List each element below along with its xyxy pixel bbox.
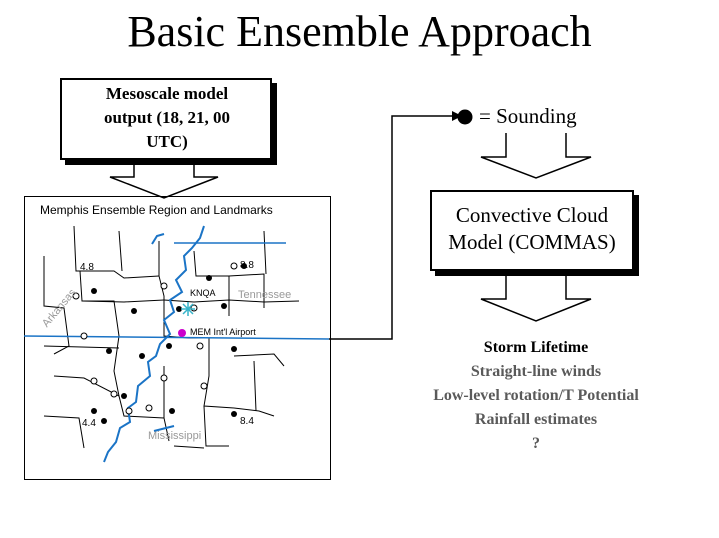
output-item-straight-line-winds: Straight-line winds [470, 363, 602, 380]
down-arrow-meso [109, 158, 219, 199]
cloud-model-box-text: Convective Cloud Model (COMMAS) [432, 202, 632, 256]
connector-line [329, 115, 452, 340]
map-title: Memphis Ensemble Region and Landmarks [40, 203, 273, 217]
hollow-circle-markers [72, 262, 238, 415]
cloud-model-line-1: Convective Cloud [455, 203, 609, 227]
output-item-storm-lifetime: Storm Lifetime [483, 339, 589, 356]
mesoscale-box-text: Mesoscale model output (18, 21, 00 UTC) [72, 82, 262, 154]
map-corner-se: 8.4 [240, 416, 254, 427]
sounding-dots [91, 263, 247, 424]
map-airport-label: MEM Int'l Airport [190, 327, 256, 337]
output-item-rainfall-estimates: Rainfall estimates [474, 411, 598, 428]
map-frame [24, 196, 331, 480]
output-list: Storm Lifetime Straight-line winds Low-l… [400, 336, 672, 456]
map-graphic [24, 225, 329, 463]
map-state-tennessee: Tennessee [238, 289, 292, 301]
map-station-label: KNQA [190, 288, 216, 298]
sounding-dot-icon [457, 109, 473, 125]
state-lines [24, 242, 329, 340]
mesoscale-line-3: UTC) [146, 132, 188, 151]
sounding-legend-label: = Sounding [479, 104, 577, 128]
output-item-low-level-rotation: Low-level rotation/T Potential [433, 387, 639, 404]
down-arrow-ccm [480, 275, 592, 322]
airport-marker-icon [178, 329, 186, 337]
map-state-mississippi: Mississippi [148, 430, 202, 442]
mesoscale-line-2: output (18, 21, 00 [103, 108, 231, 127]
down-arrow-sounding [480, 133, 592, 179]
map-corner-sw: 4.4 [82, 418, 96, 429]
slide-title: Basic Ensemble Approach [127, 7, 592, 56]
mesoscale-line-1: Mesoscale model [105, 84, 229, 103]
map-corner-ne: 8.8 [240, 260, 254, 271]
cloud-model-box [430, 190, 634, 271]
connector-arrowhead [452, 111, 462, 121]
map-corner-nw: 4.8 [80, 262, 94, 273]
output-item-question: ? [532, 435, 540, 452]
radar-star-icon [181, 302, 195, 316]
mesoscale-box [60, 78, 272, 160]
rivers [103, 225, 205, 463]
cloud-model-line-2: Model (COMMAS) [448, 230, 616, 254]
